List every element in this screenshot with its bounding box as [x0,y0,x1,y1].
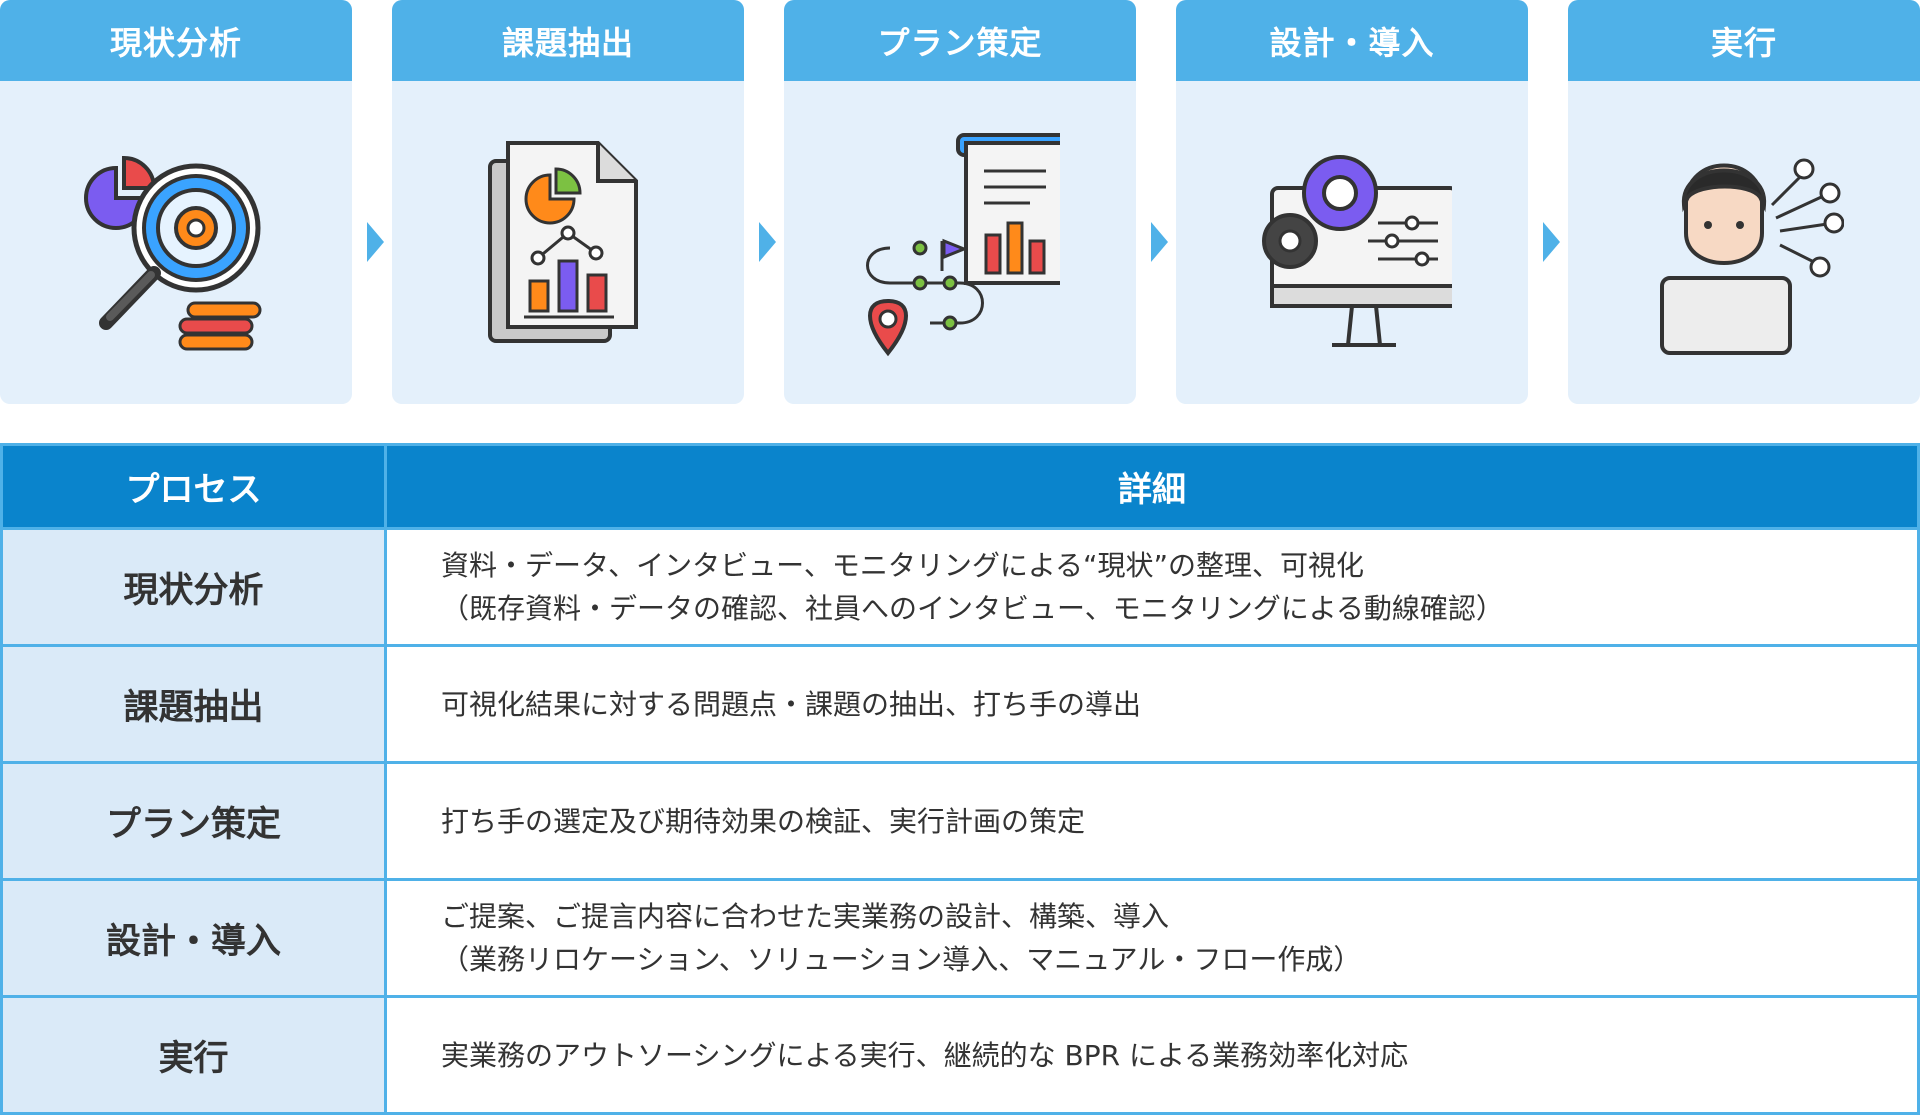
arrow-right-icon [759,222,776,262]
detail-line: ご提案、ご提言内容に合わせた実業務の設計、構築、導入 [441,900,1170,933]
table-header: プロセス 詳細 [3,446,1917,527]
step-current-analysis: 現状分析 [0,0,352,404]
row-detail: ご提案、ご提言内容に合わせた実業務の設計、構築、導入 （業務リロケーション、ソリ… [387,881,1917,995]
detail-line: 資料・データ、インタビュー、モニタリングによる“現状”の整理、可視化 [441,549,1365,582]
step-issue-extraction: 課題抽出 [392,0,744,404]
step-execution: 実行 [1568,0,1920,404]
table-row: 課題抽出 可視化結果に対する問題点・課題の抽出、打ち手の導出 [3,647,1917,761]
report-document-icon [468,123,668,368]
header-process: プロセス [125,470,262,510]
step-title: 設計・導入 [1176,0,1528,81]
step-title: プラン策定 [784,0,1136,81]
process-flow: 現状分析 [0,0,1920,404]
step-title: 課題抽出 [392,0,744,81]
row-detail: 打ち手の選定及び期待効果の検証、実行計画の策定 [387,764,1917,878]
arrow-right-icon [367,222,384,262]
detail-line: 実業務のアウトソーシングによる実行、継続的な BPR による業務効率化対応 [441,1038,1409,1072]
step-title: 現状分析 [0,0,352,81]
person-laptop-icon [1644,123,1844,368]
table-row: 実行 実業務のアウトソーシングによる実行、継続的な BPR による業務効率化対応 [3,998,1917,1112]
detail-line: 可視化結果に対する問題点・課題の抽出、打ち手の導出 [441,687,1142,721]
row-process: プラン策定 [3,764,384,878]
process-detail-table: プロセス 詳細 現状分析 資料・データ、インタビュー、モニタリングによる“現状”… [0,443,1920,1115]
roadmap-plan-icon [860,123,1060,368]
table-row: 現状分析 資料・データ、インタビュー、モニタリングによる“現状”の整理、可視化 … [3,530,1917,644]
table-row: 設計・導入 ご提案、ご提言内容に合わせた実業務の設計、構築、導入 （業務リロケー… [3,881,1917,995]
step-title: 実行 [1568,0,1920,81]
row-process: 課題抽出 [3,647,384,761]
row-process: 設計・導入 [3,881,384,995]
magnifier-chart-icon [76,123,276,368]
arrow-right-icon [1151,222,1168,262]
step-design: 設計・導入 [1176,0,1528,404]
detail-line: 打ち手の選定及び期待効果の検証、実行計画の策定 [441,804,1086,838]
row-detail: 可視化結果に対する問題点・課題の抽出、打ち手の導出 [387,647,1917,761]
header-detail: 詳細 [1118,470,1186,510]
table-row: プラン策定 打ち手の選定及び期待効果の検証、実行計画の策定 [3,764,1917,878]
detail-line: （業務リロケーション、ソリューション導入、マニュアル・フロー作成） [441,943,1362,976]
row-detail: 実業務のアウトソーシングによる実行、継続的な BPR による業務効率化対応 [387,998,1917,1112]
detail-line: （既存資料・データの確認、社員へのインタビュー、モニタリングによる動線確認） [441,592,1504,625]
row-detail: 資料・データ、インタビュー、モニタリングによる“現状”の整理、可視化 （既存資料… [387,530,1917,644]
row-process: 実行 [3,998,384,1112]
arrow-right-icon [1543,222,1560,262]
row-process: 現状分析 [3,530,384,644]
step-plan: プラン策定 [784,0,1136,404]
monitor-gears-icon [1252,123,1452,368]
